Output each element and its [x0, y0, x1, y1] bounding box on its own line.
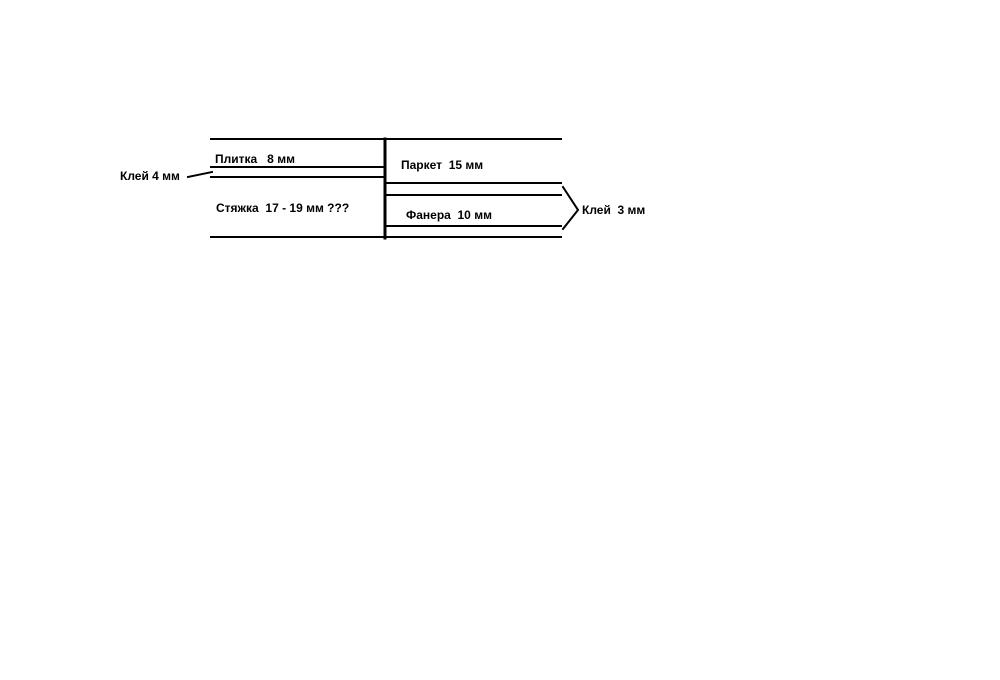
tile-label: Плитка 8 мм — [215, 152, 295, 166]
glue-left-label: Клей 4 мм — [120, 169, 180, 183]
glue-left-pointer — [186, 170, 214, 179]
glue-right-bracket — [561, 185, 580, 231]
screed-label: Стяжка 17 - 19 мм ??? — [216, 201, 350, 215]
parquet-label: Паркет 15 мм — [401, 158, 484, 172]
glue-right-label: Клей 3 мм — [582, 203, 646, 217]
plywood-label: Фанера 10 мм — [406, 208, 492, 222]
